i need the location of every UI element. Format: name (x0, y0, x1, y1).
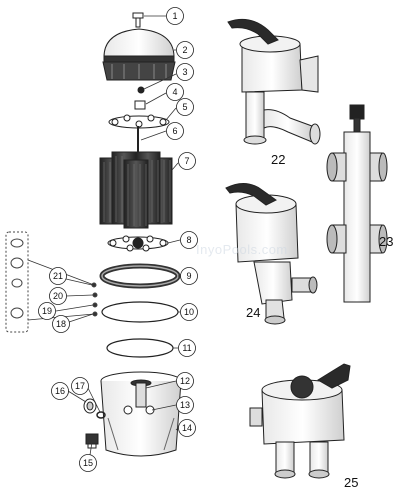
valve-label: 25 (344, 475, 358, 490)
lower-manifold-part (107, 235, 169, 252)
callout-number: 7 (184, 156, 189, 166)
callout-marker: 12 (176, 372, 194, 390)
callout-marker: 14 (178, 419, 196, 437)
callout-number: 1 (172, 11, 177, 21)
multiport-valve-24 (225, 183, 318, 325)
callout-marker: 16 (51, 382, 69, 400)
callout-marker: 21 (49, 267, 67, 285)
callout-marker: 13 (176, 396, 194, 414)
tank-o-ring-part (106, 338, 174, 358)
callout-number: 13 (180, 400, 190, 410)
callout-marker: 19 (38, 302, 56, 320)
drain-o-ring-part (96, 411, 106, 419)
callout-number: 16 (55, 386, 65, 396)
callout-marker: 2 (176, 41, 194, 59)
callout-number: 6 (172, 126, 177, 136)
callout-marker: 5 (176, 98, 194, 116)
callout-number: 4 (172, 87, 177, 97)
watermark-text: InyoPools.com (196, 242, 288, 257)
large-o-ring-part (101, 301, 179, 323)
callout-marker: 1 (166, 7, 184, 25)
gauge-kit-part (5, 231, 98, 333)
callout-number: 18 (56, 319, 66, 329)
valve-label: 22 (271, 152, 285, 167)
callout-marker: 3 (176, 63, 194, 81)
callout-marker: 4 (166, 83, 184, 101)
drain-plug-part (83, 398, 97, 414)
callout-marker: 7 (178, 152, 196, 170)
filter-lid-part (102, 28, 176, 81)
callout-marker: 17 (71, 377, 89, 395)
callout-marker: 10 (180, 303, 198, 321)
callout-marker: 11 (178, 339, 196, 357)
callout-number: 8 (186, 235, 191, 245)
callout-number: 11 (182, 343, 191, 353)
callout-number: 2 (182, 45, 187, 55)
callout-number: 19 (42, 306, 52, 316)
callout-marker: 20 (49, 287, 67, 305)
callout-number: 9 (186, 271, 191, 281)
slide-valve-23 (326, 104, 388, 303)
callout-number: 21 (53, 271, 63, 281)
callout-number: 14 (182, 423, 192, 433)
callout-marker: 9 (180, 267, 198, 285)
callout-number: 17 (75, 381, 85, 391)
nut-part (134, 100, 146, 110)
callout-number: 12 (180, 376, 190, 386)
callout-number: 10 (184, 307, 194, 317)
multiport-valve-25 (249, 363, 351, 479)
filter-cartridges-part (99, 151, 173, 229)
callout-markers: 1 2 3 4 5 6 7 8 9 10 11 12 13 14 15 16 1… (38, 7, 198, 472)
valve-label: 23 (379, 234, 393, 249)
pressure-port-part (85, 433, 99, 449)
callout-number: 15 (83, 458, 93, 468)
valve-label: 24 (246, 305, 260, 320)
vent-screw-part (132, 12, 144, 28)
multiport-valve-22 (227, 18, 321, 145)
callout-number: 5 (182, 102, 187, 112)
small-o-ring-part (137, 86, 145, 94)
callout-number: 3 (182, 67, 187, 77)
clamp-ring-part (99, 263, 181, 289)
callout-number: 20 (53, 291, 63, 301)
callout-marker: 15 (79, 454, 97, 472)
filter-tank-part (100, 371, 182, 457)
callout-marker: 6 (166, 122, 184, 140)
callout-marker: 8 (180, 231, 198, 249)
callout-marker: 18 (52, 315, 70, 333)
